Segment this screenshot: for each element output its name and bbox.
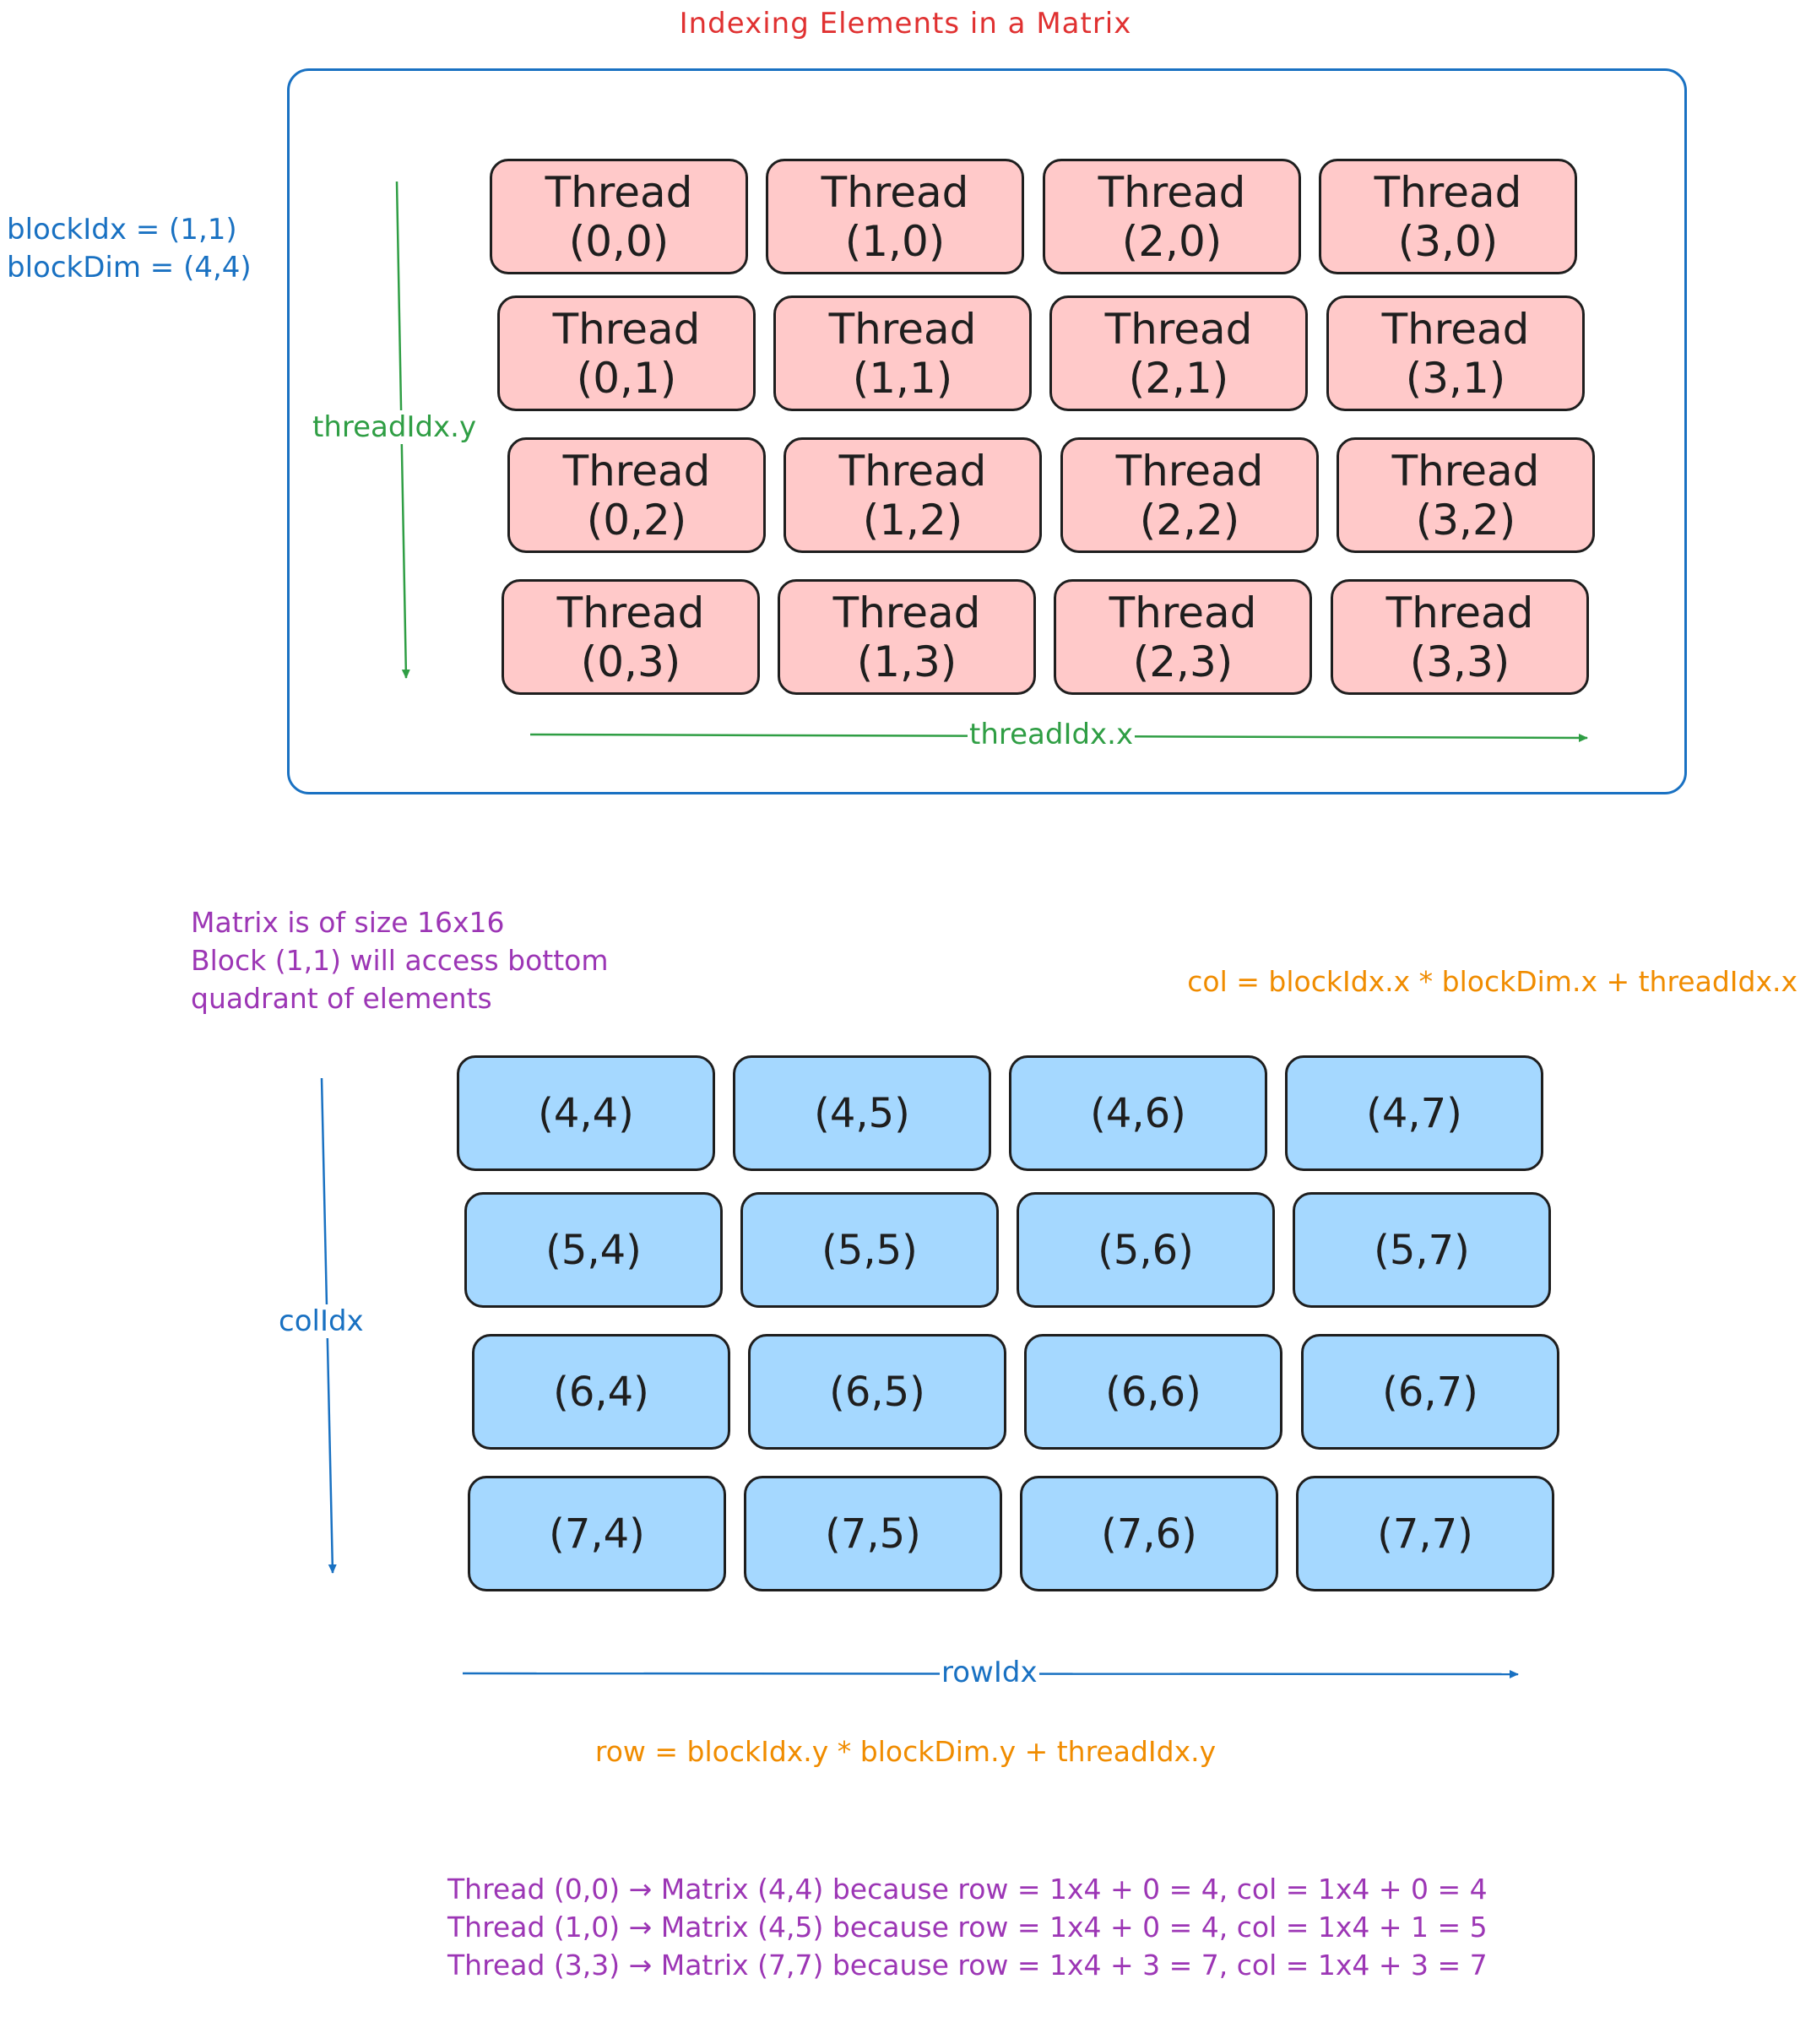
thread-cell: Thread(1,1) [773, 295, 1032, 411]
matrix-element-cell: (4,4) [457, 1055, 715, 1171]
thread-label: Thread [1098, 167, 1246, 217]
thread-coord: (0,0) [568, 216, 670, 266]
thread-cell: Thread(3,1) [1326, 295, 1585, 411]
block-idx-text: blockIdx = (1,1) [7, 213, 237, 247]
block-info: blockIdx = (1,1) blockDim = (4,4) [7, 211, 252, 287]
thread-coord: (0,1) [576, 353, 677, 403]
thread-coord: (1,0) [844, 216, 946, 266]
matrix-element-cell: (7,6) [1020, 1476, 1278, 1591]
thread-cell: Thread(1,0) [766, 159, 1024, 274]
thread-label: Thread [1104, 304, 1253, 354]
element-coord: (4,4) [538, 1089, 634, 1137]
thread-coord: (3,0) [1397, 216, 1499, 266]
thread-label: Thread [832, 588, 981, 637]
matrix-note: Matrix is of size 16x16 Block (1,1) will… [191, 903, 608, 1017]
thread-x-axis-label: threadIdx.x [968, 718, 1136, 751]
matrix-element-cell: (6,6) [1024, 1334, 1282, 1450]
thread-coord: (2,0) [1121, 216, 1223, 266]
thread-coord: (3,3) [1409, 637, 1510, 686]
thread-cell: Thread(3,2) [1337, 437, 1595, 553]
element-coord: (5,7) [1374, 1226, 1470, 1274]
block-dim-text: blockDim = (4,4) [7, 251, 252, 285]
thread-label: Thread [556, 588, 705, 637]
thread-coord: (0,2) [586, 495, 687, 545]
element-coord: (7,6) [1101, 1510, 1197, 1558]
element-coord: (6,6) [1105, 1368, 1201, 1416]
thread-cell: Thread(2,3) [1054, 579, 1312, 695]
matrix-element-cell: (7,4) [468, 1476, 726, 1591]
thread-cell: Thread(2,1) [1049, 295, 1308, 411]
thread-cell: Thread(0,2) [507, 437, 766, 553]
thread-label: Thread [545, 167, 693, 217]
thread-cell: Thread(2,2) [1060, 437, 1319, 553]
matrix-note-line-2: Block (1,1) will access bottom [191, 944, 609, 977]
matrix-element-cell: (7,5) [744, 1476, 1002, 1591]
matrix-note-line-3: quadrant of elements [191, 982, 492, 1015]
row-formula: row = blockIdx.y * blockDim.y + threadId… [594, 1735, 1217, 1768]
matrix-element-cell: (4,6) [1009, 1055, 1267, 1171]
thread-coord: (2,3) [1132, 637, 1234, 686]
thread-label: Thread [1115, 446, 1264, 496]
thread-cell: Thread(2,0) [1043, 159, 1301, 274]
thread-label: Thread [552, 304, 701, 354]
matrix-element-cell: (5,5) [740, 1192, 999, 1308]
matrix-element-cell: (6,5) [748, 1334, 1006, 1450]
element-x-axis-label: rowIdx [940, 1656, 1039, 1689]
thread-label: Thread [1385, 588, 1534, 637]
thread-label: Thread [1109, 588, 1257, 637]
examples: Thread (0,0) → Matrix (4,4) because row … [447, 1870, 1488, 1984]
element-coord: (4,6) [1090, 1089, 1186, 1137]
element-y-axis-label: colIdx [279, 1304, 364, 1338]
thread-coord: (1,3) [856, 637, 957, 686]
element-coord: (6,7) [1382, 1368, 1478, 1416]
matrix-element-cell: (4,7) [1285, 1055, 1543, 1171]
matrix-element-cell: (5,4) [464, 1192, 723, 1308]
element-coord: (7,7) [1377, 1510, 1473, 1558]
example-line-1: Thread (0,0) → Matrix (4,4) because row … [447, 1873, 1488, 1906]
thread-cell: Thread(3,0) [1319, 159, 1577, 274]
thread-label: Thread [1374, 167, 1522, 217]
diagram-title: Indexing Elements in a Matrix [679, 7, 1132, 41]
element-coord: (6,4) [553, 1368, 649, 1416]
element-coord: (7,5) [825, 1510, 921, 1558]
thread-label: Thread [838, 446, 987, 496]
element-coord: (4,7) [1366, 1089, 1462, 1137]
thread-coord: (2,2) [1139, 495, 1240, 545]
thread-coord: (3,1) [1405, 353, 1506, 403]
element-coord: (5,4) [545, 1226, 642, 1274]
element-coord: (5,5) [821, 1226, 918, 1274]
thread-label: Thread [821, 167, 969, 217]
matrix-element-cell: (6,4) [472, 1334, 730, 1450]
thread-coord: (3,2) [1415, 495, 1516, 545]
matrix-element-cell: (4,5) [733, 1055, 991, 1171]
thread-label: Thread [562, 446, 711, 496]
example-line-2: Thread (1,0) → Matrix (4,5) because row … [447, 1911, 1488, 1944]
matrix-element-cell: (5,6) [1017, 1192, 1275, 1308]
col-formula: col = blockIdx.x * blockDim.x + threadId… [1187, 965, 1797, 998]
block-frame [287, 68, 1687, 794]
element-coord: (4,5) [814, 1089, 910, 1137]
thread-cell: Thread(1,3) [778, 579, 1036, 695]
thread-cell: Thread(0,0) [490, 159, 748, 274]
matrix-note-line-1: Matrix is of size 16x16 [191, 906, 505, 939]
element-coord: (5,6) [1098, 1226, 1194, 1274]
thread-coord: (1,1) [852, 353, 953, 403]
matrix-element-cell: (7,7) [1296, 1476, 1554, 1591]
element-coord: (7,4) [549, 1510, 645, 1558]
thread-label: Thread [1391, 446, 1540, 496]
example-line-3: Thread (3,3) → Matrix (7,7) because row … [447, 1949, 1488, 1982]
thread-cell: Thread(1,2) [784, 437, 1042, 553]
element-coord: (6,5) [829, 1368, 925, 1416]
thread-cell: Thread(3,3) [1331, 579, 1589, 695]
thread-cell: Thread(0,1) [497, 295, 756, 411]
thread-cell: Thread(0,3) [502, 579, 760, 695]
thread-coord: (0,3) [580, 637, 681, 686]
thread-label: Thread [828, 304, 977, 354]
thread-coord: (2,1) [1128, 353, 1229, 403]
thread-y-axis-label: threadIdx.y [312, 410, 477, 444]
thread-label: Thread [1381, 304, 1530, 354]
thread-coord: (1,2) [862, 495, 963, 545]
matrix-element-cell: (5,7) [1293, 1192, 1551, 1308]
matrix-element-cell: (6,7) [1301, 1334, 1559, 1450]
